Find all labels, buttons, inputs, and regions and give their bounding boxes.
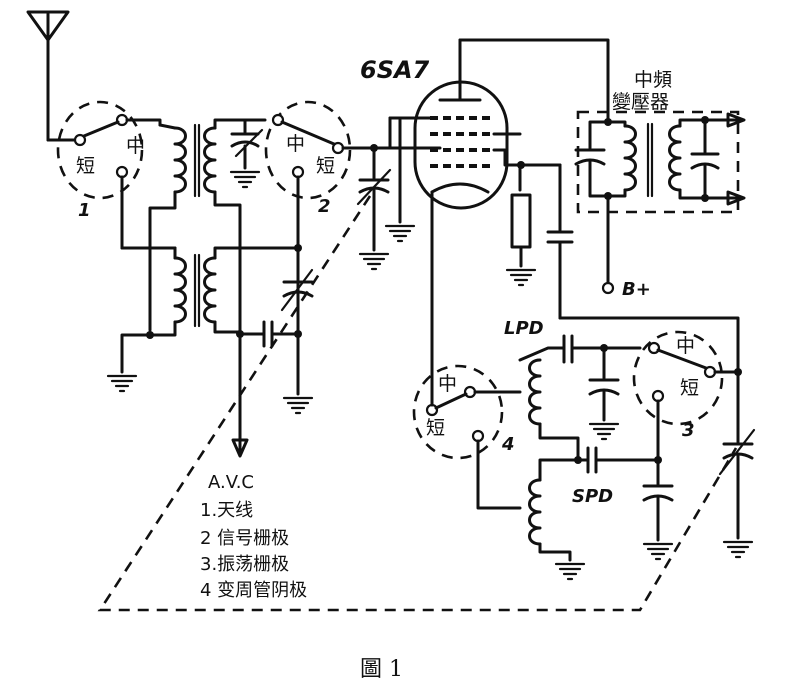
switch2-short-label: 短 (316, 155, 335, 177)
legend-title: A.V.C (208, 472, 254, 493)
switch3-short-label: 短 (680, 377, 699, 399)
band-switch-2: 中 短 2 (264, 100, 442, 320)
antenna-coil-lower (106, 244, 302, 393)
band-switch-3: 中 短 3 (632, 330, 742, 462)
legend: A.V.C 1.天线 2 信号栅极 3.振荡栅极 4 变周管阴极 (200, 472, 307, 601)
grid-ground (384, 118, 416, 243)
gang-tuning-link (97, 195, 738, 612)
tube-label: 6SA7 (360, 56, 430, 84)
legend-item-1: 1.天线 (200, 500, 253, 521)
antenna (26, 10, 82, 142)
antenna-trimmer (229, 118, 264, 189)
switch3-number: 3 (682, 420, 695, 441)
switch2-medium-label: 中 (286, 133, 305, 155)
antenna-coil-upper (148, 118, 267, 332)
grid-tuning-capacitor (356, 144, 392, 271)
if-transformer: B+ 中頻 變壓器 (574, 69, 746, 300)
oscillator-spd: SPD (528, 446, 674, 581)
band-switch-1: 短 中 1 (56, 100, 162, 250)
legend-item-4: 4 变周管阴极 (200, 580, 307, 601)
tube-6sa7: 6SA7 (360, 38, 562, 382)
lpd-label: LPD (504, 318, 544, 339)
legend-item-2: 2 信号栅极 (200, 528, 289, 549)
spd-label: SPD (572, 486, 613, 507)
switch1-medium-label: 中 (126, 135, 145, 157)
oscillator-lpd: LPD (504, 318, 642, 462)
switch1-short-label: 短 (76, 155, 95, 177)
if-label-line1: 中頻 (634, 69, 672, 91)
plate-circuit (458, 38, 740, 432)
rf-tuning-capacitor (236, 246, 314, 415)
switch3-medium-label: 中 (676, 335, 695, 357)
switch2-number: 2 (318, 196, 331, 217)
figure-caption: 圖 1 (360, 657, 403, 682)
switch4-number: 4 (501, 434, 515, 455)
switch1-number: 1 (78, 200, 91, 221)
oscillator-tuning-capacitor (718, 428, 756, 559)
supply-label: B+ (622, 279, 651, 300)
if-label-line2: 變壓器 (612, 91, 669, 113)
switch4-medium-label: 中 (438, 373, 457, 395)
legend-item-3: 3.振荡栅极 (200, 554, 289, 575)
switch4-short-label: 短 (426, 417, 445, 439)
band-switch-4: 中 短 4 (412, 364, 522, 510)
